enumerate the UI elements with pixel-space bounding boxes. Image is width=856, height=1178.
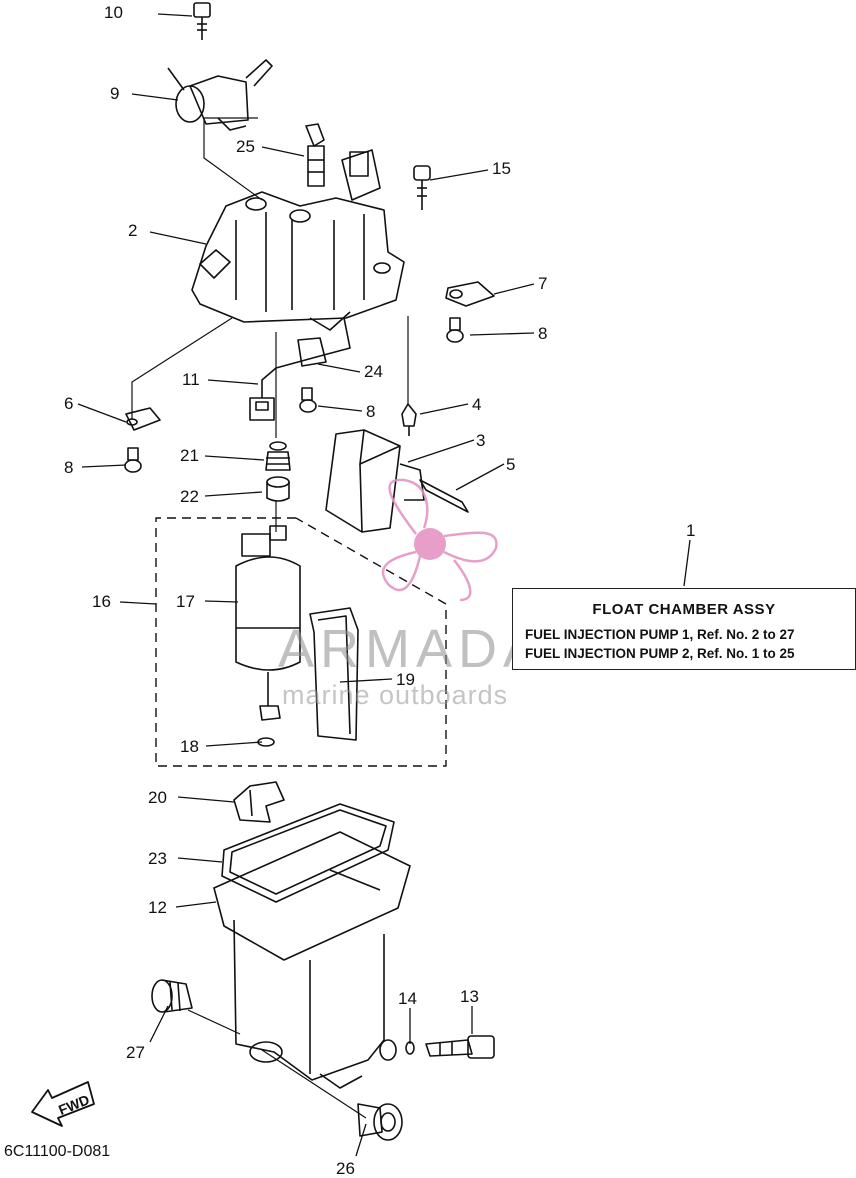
part-17-fuel-pump (235, 525, 301, 721)
spec-line-1: FUEL INJECTION PUMP 1, Ref. No. 2 to 27 (525, 627, 795, 642)
part-25-sensor (305, 123, 325, 187)
spec-title: FLOAT CHAMBER ASSY (592, 601, 776, 618)
callout-2: 2 (128, 221, 138, 240)
part-8-screw-c (124, 447, 142, 473)
part-15-screw (413, 165, 431, 210)
callout-27: 27 (126, 1043, 145, 1062)
watermark-brand: ARMADA (278, 619, 546, 679)
callout-25: 25 (236, 137, 255, 156)
callout-8a: 8 (538, 324, 548, 343)
callout-4: 4 (472, 395, 482, 414)
diagram-part-code: 6C11100-D081 (4, 1143, 111, 1160)
part-11-wire-harness (249, 317, 351, 421)
callout-9: 9 (110, 84, 120, 103)
part-19-strainer (309, 607, 359, 741)
callout-20: 20 (148, 788, 167, 807)
part-12-float-chamber (213, 831, 411, 1089)
callout-12: 12 (148, 898, 167, 917)
part-4-pin (401, 403, 417, 436)
callout-22: 22 (180, 487, 199, 506)
fwd-arrow-label: FWD (56, 1091, 92, 1118)
callout-19: 19 (396, 670, 415, 689)
part-26-plug (357, 1103, 403, 1141)
part-21-grommet (265, 441, 291, 471)
part-8-screw-b (299, 387, 317, 413)
part-3-filter (325, 429, 425, 533)
part-7-bracket (445, 281, 495, 307)
callout-26: 26 (336, 1159, 355, 1178)
part-9-pressure-regulator (167, 59, 273, 131)
callout-24: 24 (364, 362, 383, 381)
part-2-float-chamber-cover (191, 149, 405, 331)
part-18-ring (257, 737, 275, 747)
part-6-bracket (125, 407, 161, 431)
part-20-holder (233, 781, 285, 823)
part-16-dashed-boundary (155, 517, 447, 767)
part-27-grommet (151, 979, 193, 1013)
spec-line-2: FUEL INJECTION PUMP 2, Ref. No. 1 to 25 (525, 646, 795, 661)
part-10-bolt (193, 2, 211, 40)
part-13-drain-screw (425, 1035, 495, 1059)
callout-16: 16 (92, 592, 111, 611)
leader-lines (77, 13, 691, 1157)
assembly-guide-lines (131, 117, 409, 1119)
callout-10: 10 (104, 3, 123, 22)
part-23-gasket (221, 803, 395, 903)
callout-11: 11 (182, 370, 200, 389)
callout-17: 17 (176, 592, 195, 611)
callout-18: 18 (180, 737, 199, 756)
callout-1: 1 (686, 521, 696, 540)
callout-8b: 8 (64, 458, 74, 477)
part-8-screw-a (446, 317, 464, 343)
assembly-spec-box: FLOAT CHAMBER ASSY FUEL INJECTION PUMP 1… (512, 588, 856, 670)
callout-15: 15 (492, 159, 511, 178)
watermark-propeller-logo (381, 478, 498, 602)
callout-6: 6 (64, 394, 74, 413)
part-22-collar (266, 476, 290, 502)
callout-23: 23 (148, 849, 167, 868)
callout-13: 13 (460, 987, 479, 1006)
callout-5: 5 (506, 455, 516, 474)
callout-7: 7 (538, 274, 548, 293)
part-14-o-ring (405, 1041, 415, 1055)
part-24-clamp (297, 337, 327, 367)
callout-14: 14 (398, 989, 417, 1008)
callout-21: 21 (180, 446, 199, 465)
part-5-pin (419, 479, 469, 513)
watermark-tagline: marine outboards (282, 680, 509, 710)
callout-3: 3 (476, 431, 486, 450)
fwd-arrow-icon: FWD (31, 1081, 95, 1127)
callout-8c: 8 (366, 402, 376, 421)
